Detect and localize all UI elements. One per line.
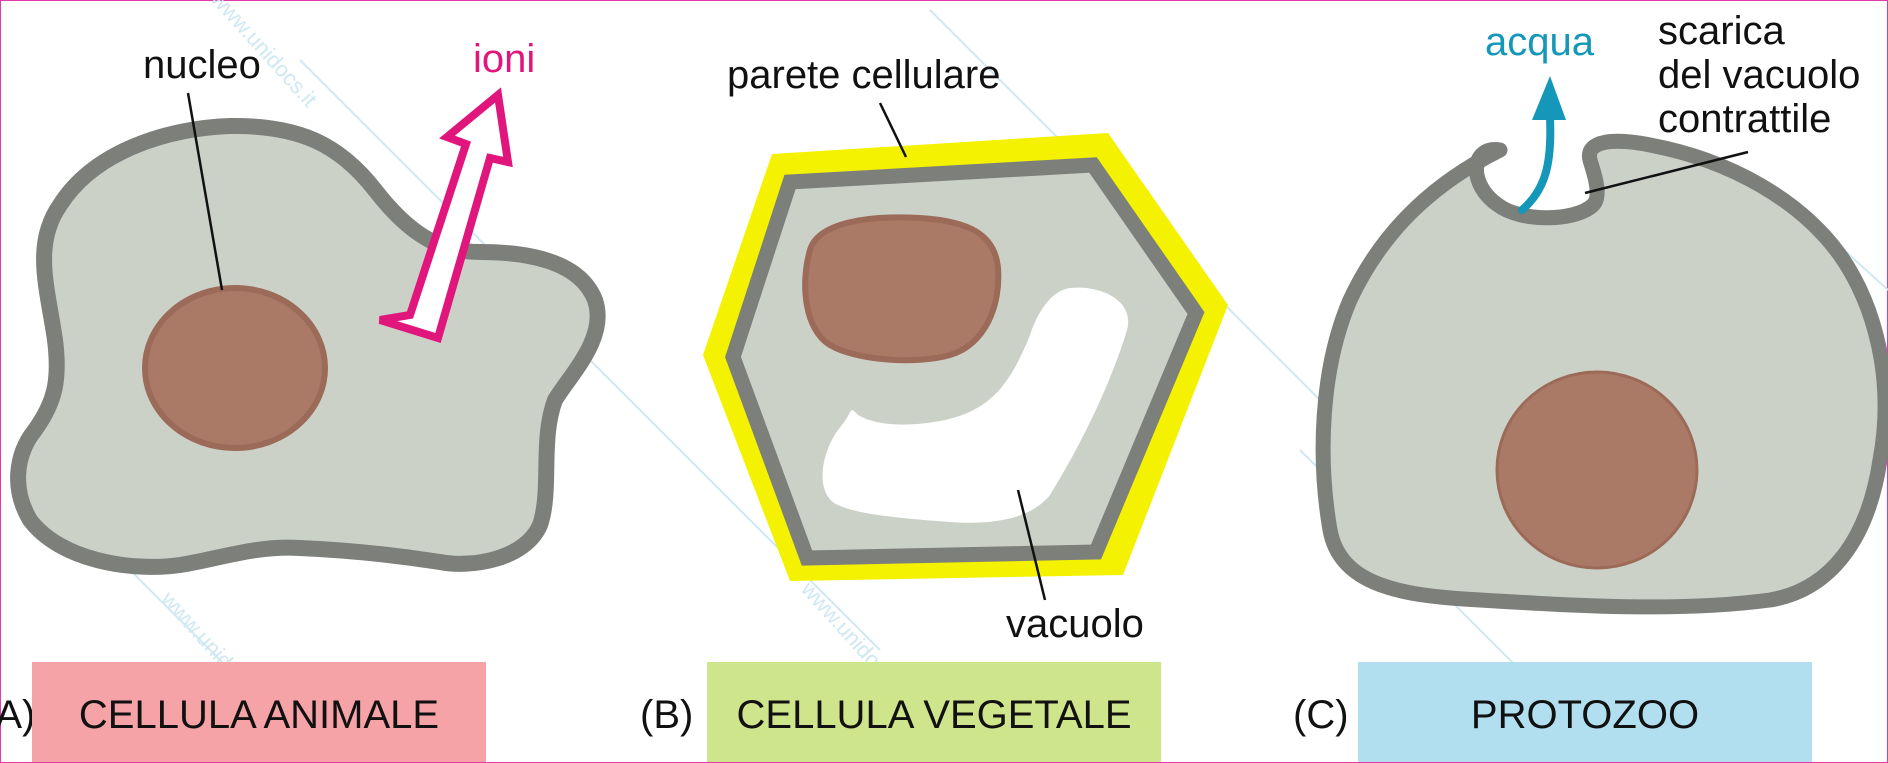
water-arrow bbox=[1522, 118, 1550, 210]
water-arrow-head bbox=[1532, 76, 1566, 120]
caption-c-text: PROTOZOO bbox=[1471, 693, 1699, 737]
caption-b-letter: (B) bbox=[640, 693, 693, 737]
caption-c: (C) PROTOZOO bbox=[1293, 662, 1812, 762]
animal-nucleus bbox=[145, 288, 325, 448]
caption-b-text: CELLULA VEGETALE bbox=[737, 693, 1132, 737]
label-scarica-line-2: del vacuolo bbox=[1658, 53, 1860, 97]
label-ioni: ioni bbox=[473, 37, 535, 81]
label-scarica-line-1: scarica bbox=[1658, 9, 1785, 53]
plant-cell: parete cellulare vacuolo bbox=[703, 53, 1228, 646]
label-nucleo: nucleo bbox=[143, 43, 261, 87]
label-vacuolo: vacuolo bbox=[1006, 602, 1144, 646]
caption-a-text: CELLULA ANIMALE bbox=[79, 693, 439, 737]
label-acqua: acqua bbox=[1485, 20, 1595, 64]
label-parete-cellulare: parete cellulare bbox=[727, 53, 1001, 97]
protozoan-cell: acqua scarica del vacuolo contrattile bbox=[1323, 9, 1885, 607]
protozoan-nucleus bbox=[1497, 372, 1697, 568]
caption-c-letter: (C) bbox=[1293, 693, 1349, 737]
caption-a: (A) CELLULA ANIMALE bbox=[0, 662, 486, 762]
label-scarica-line-3: contrattile bbox=[1658, 97, 1831, 141]
caption-b: (B) CELLULA VEGETALE bbox=[640, 662, 1161, 762]
caption-a-letter: (A) bbox=[0, 693, 35, 737]
plant-nucleus bbox=[805, 217, 998, 360]
animal-cell: nucleo ioni bbox=[18, 37, 598, 567]
